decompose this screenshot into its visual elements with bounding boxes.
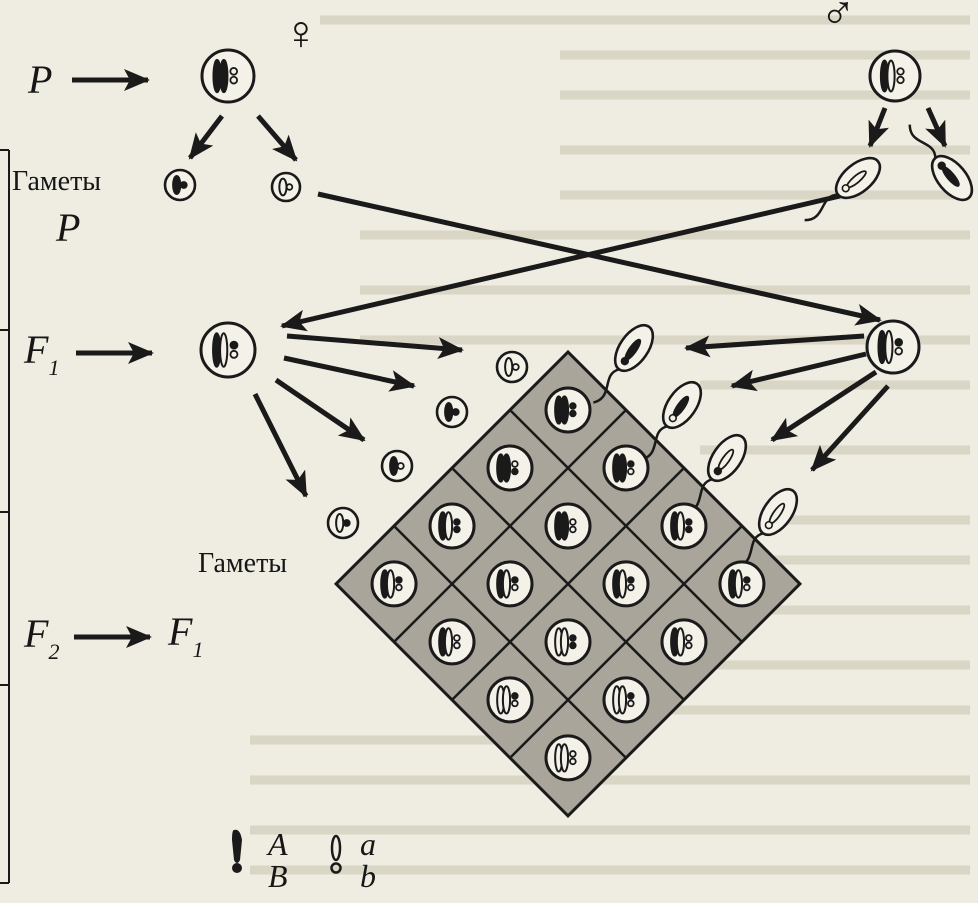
female-gamete-icon — [270, 171, 302, 203]
f1-egg-icon — [380, 449, 414, 483]
offspring-cell-icon — [428, 502, 476, 550]
generation-f2-label: F2 — [24, 610, 59, 664]
offspring-cell-icon — [544, 502, 592, 550]
gametes-lower-label: Гаметы — [198, 548, 288, 579]
arrows — [72, 69, 948, 648]
offspring-cell-icon — [370, 560, 418, 608]
offspring-cell-icon — [718, 560, 766, 608]
gametes-label: Гаметы — [12, 166, 102, 197]
f1-sperm-icon — [685, 433, 748, 514]
offspring-cell-icon — [602, 560, 650, 608]
f2-subscript: 2 — [48, 639, 60, 664]
offspring-cell-icon — [602, 444, 650, 492]
offspring-cell-icon — [544, 618, 592, 666]
f2-letter: F — [24, 611, 49, 656]
gametes-p-label: P — [56, 205, 81, 250]
f1-egg-icon — [326, 506, 360, 540]
offspring-cell-icon — [486, 676, 534, 724]
female-symbol: ♀ — [283, 7, 319, 60]
parent-male-cell-icon — [868, 49, 922, 103]
offspring-cell-icon — [486, 560, 534, 608]
f2-target-subscript: 1 — [192, 637, 204, 662]
generation-f1-label: F1 — [24, 326, 59, 380]
offspring-cell-icon — [544, 386, 592, 434]
f1-male-cell-icon — [865, 319, 921, 375]
offspring-cell-icon — [486, 444, 534, 492]
male-gamete-icon — [908, 124, 974, 202]
f1-letter: F — [24, 327, 49, 372]
male-symbol: ♂ — [820, 0, 856, 40]
f1-sperm-icon — [736, 487, 799, 568]
offspring-cell-icon — [544, 734, 592, 782]
legend-dominant-b: B — [268, 858, 288, 894]
f2-target-label: F1 — [168, 608, 203, 662]
f1-egg-icon — [495, 350, 529, 384]
f1-egg-icon — [435, 395, 469, 429]
offspring-cell-icon — [428, 618, 476, 666]
male-gamete-icon — [804, 156, 882, 222]
legend-recessive-a: a — [360, 826, 376, 862]
offspring-cell-icon — [660, 502, 708, 550]
f1-female-cell-icon — [199, 321, 257, 379]
offspring-cell-icon — [602, 676, 650, 724]
legend-recessive-b: b — [360, 858, 376, 894]
legend-dominant-a: A — [268, 826, 288, 862]
female-gamete-icon — [163, 168, 197, 202]
offspring-cell-icon — [660, 618, 708, 666]
punnett-lattice — [333, 349, 803, 818]
parent-female-cell-icon — [200, 48, 256, 104]
f1-subscript: 1 — [48, 355, 60, 380]
f2-target-letter: F — [168, 609, 193, 654]
f1-sperm-icon — [592, 323, 655, 404]
generation-p-label: P — [28, 57, 53, 102]
